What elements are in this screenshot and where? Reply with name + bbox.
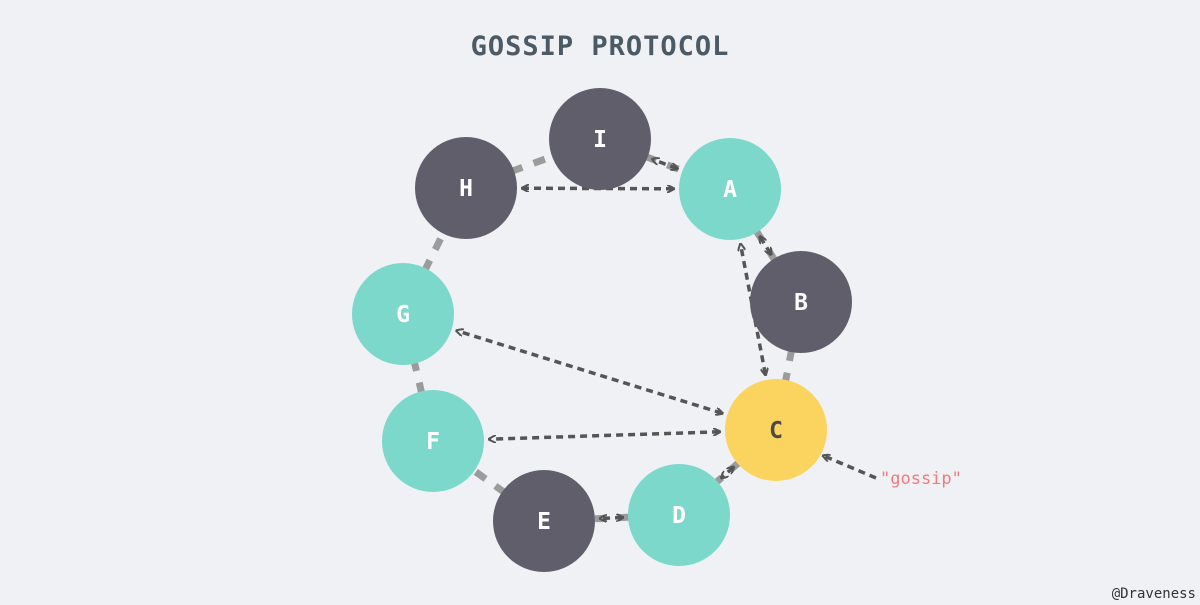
node-F: F: [382, 390, 484, 492]
gossip-label: "gossip": [880, 469, 962, 489]
node-B: B: [750, 251, 852, 353]
node-E: E: [493, 470, 595, 572]
node-A: A: [679, 138, 781, 240]
node-I: I: [549, 88, 651, 190]
credit-text: @Draveness: [1112, 586, 1196, 602]
node-label-C: C: [769, 418, 783, 444]
node-circle-B: [750, 251, 852, 353]
message-arrow-A-B: [760, 237, 770, 253]
message-arrow-C-D: [722, 468, 733, 478]
node-circle-H: [415, 137, 517, 239]
nodes: I A B C D E F G H: [352, 88, 852, 572]
node-label-I: I: [593, 127, 607, 153]
message-arrow-C-F: [490, 432, 719, 439]
diagram-title: GOSSIP PROTOCOL: [471, 31, 730, 62]
node-circle-D: [628, 464, 730, 566]
node-circle-E: [493, 470, 595, 572]
node-circle-G: [352, 263, 454, 365]
node-circle-A: [679, 138, 781, 240]
gossip-input-arrow: [824, 456, 877, 480]
message-arrow-C-G: [457, 331, 721, 413]
node-label-A: A: [723, 177, 737, 203]
node-H: H: [415, 137, 517, 239]
node-C: C: [725, 379, 827, 481]
node-label-H: H: [459, 176, 473, 202]
node-label-B: B: [794, 290, 808, 316]
node-D: D: [628, 464, 730, 566]
node-circle-C: [725, 379, 827, 481]
node-label-G: G: [396, 302, 410, 328]
node-label-E: E: [537, 509, 551, 535]
node-label-D: D: [672, 503, 686, 529]
node-circle-F: [382, 390, 484, 492]
message-arrow-D-E: [601, 518, 622, 519]
message-arrow-A-I: [653, 159, 677, 168]
node-circle-I: [549, 88, 651, 190]
node-G: G: [352, 263, 454, 365]
node-label-F: F: [426, 429, 440, 455]
